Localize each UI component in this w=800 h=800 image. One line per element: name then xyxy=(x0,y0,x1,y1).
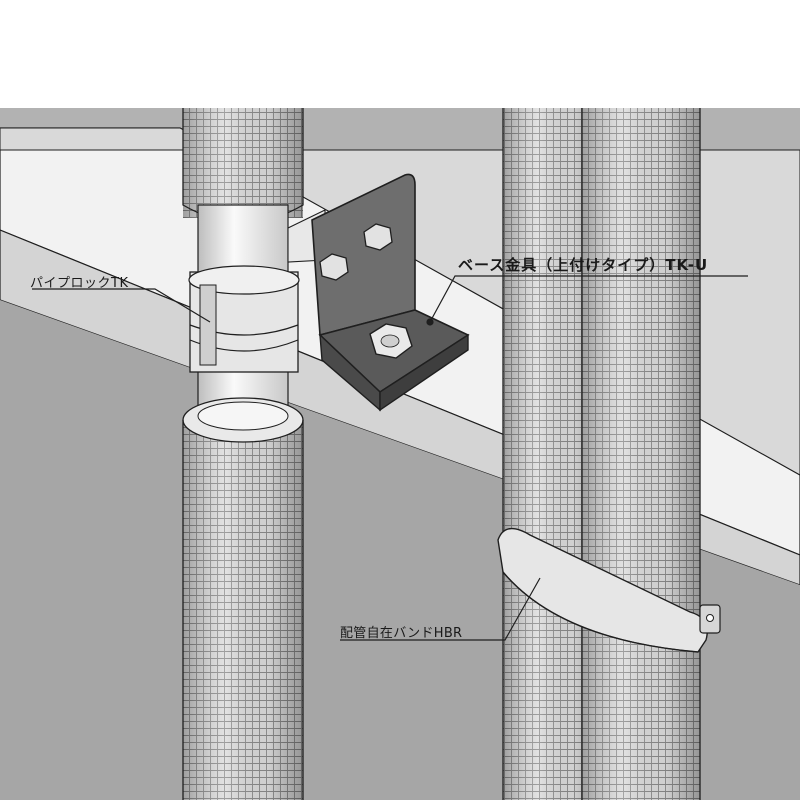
left-pipe-upper-insulation xyxy=(182,108,304,224)
right-pipe-b xyxy=(581,108,701,800)
left-pipe-lower-insulation xyxy=(182,397,304,800)
pipe-lock-tk xyxy=(188,265,300,373)
pipe-lock-label: パイプロックTK xyxy=(30,276,129,291)
hex-bolt-icon xyxy=(319,223,413,359)
pipe-band-hbr xyxy=(497,527,721,653)
pipe-band-label: 配管自在バンドHBR xyxy=(340,626,463,641)
leader-lines xyxy=(32,275,748,641)
base-bracket-label: ベース金具（上付けタイプ）TK-U xyxy=(458,256,709,274)
